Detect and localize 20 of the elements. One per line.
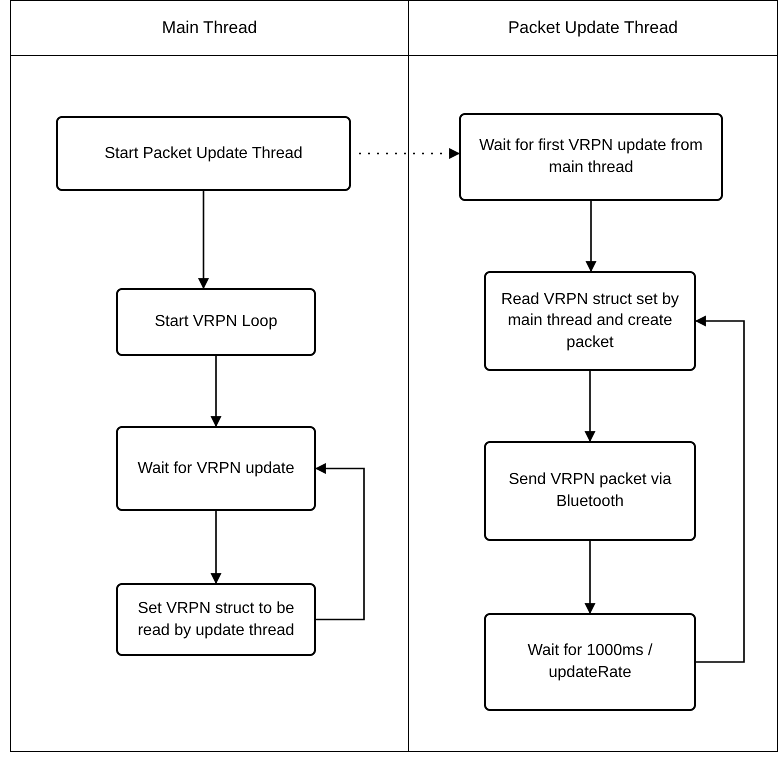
process-box: Start Packet Update Thread xyxy=(56,116,351,191)
arrow xyxy=(359,148,460,159)
process-box: Wait for VRPN update xyxy=(116,426,316,511)
process-box: Wait for first VRPN update from main thread xyxy=(459,113,723,201)
arrow xyxy=(694,316,745,663)
process-box: Set VRPN struct to be read by update thread xyxy=(116,583,316,656)
arrow xyxy=(584,371,596,442)
process-box: Send VRPN packet via Bluetooth xyxy=(484,441,696,541)
arrow xyxy=(198,191,209,290)
process-box: Start VRPN Loop xyxy=(116,288,316,356)
swimlane xyxy=(10,0,409,752)
arrow xyxy=(314,463,365,620)
process-box: Read VRPN struct set by main thread and create packet xyxy=(484,271,696,371)
arrow xyxy=(584,541,596,614)
arrow xyxy=(210,511,222,584)
process-box: Wait for 1000ms / updateRate xyxy=(484,613,696,711)
swimlane xyxy=(408,0,778,752)
lane-header: Packet Update Thread xyxy=(409,1,777,56)
arrow xyxy=(586,201,596,272)
arrow xyxy=(210,356,222,428)
